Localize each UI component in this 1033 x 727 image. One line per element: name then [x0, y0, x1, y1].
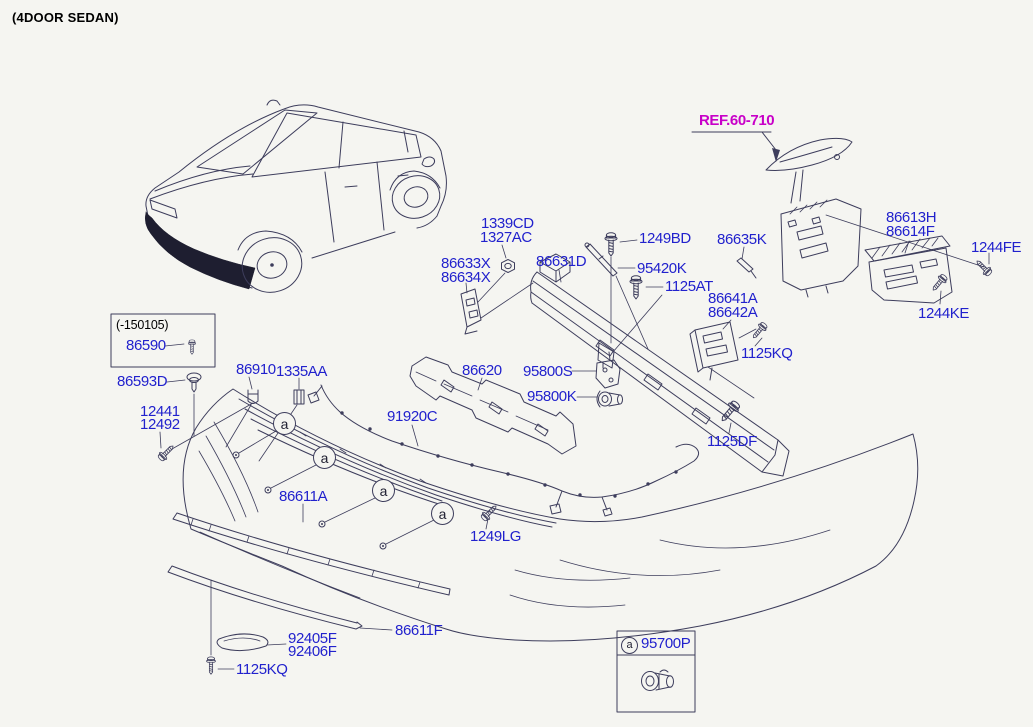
part-label-1125AT[interactable]: 1125AT: [665, 278, 713, 295]
pin-86635K: [736, 246, 757, 279]
part-label-1339CD[interactable]: 1339CD: [481, 215, 534, 232]
marker-a-2: a: [313, 446, 336, 469]
part-label-92405F[interactable]: 92405F: [288, 630, 337, 647]
part-label-12441[interactable]: 12441: [140, 403, 180, 420]
bolt-1244KE: [929, 272, 950, 305]
part-label-86635K[interactable]: 86635K: [717, 231, 767, 248]
marker-a-3: a: [372, 479, 395, 502]
part-label-1249LG[interactable]: 1249LG: [470, 528, 521, 545]
car-illustration: [144, 99, 447, 293]
bolt-1125DF: [707, 366, 755, 434]
bumper-lower-rail: [172, 512, 451, 596]
sensor-95800K: [576, 390, 623, 408]
part-label-86631D[interactable]: 86631D: [536, 253, 587, 270]
energy-absorber: [409, 356, 577, 455]
part-label-1244KE[interactable]: 1244KE: [918, 305, 969, 322]
part-label-86611A[interactable]: 86611A: [279, 488, 328, 505]
rail-95420K: [584, 242, 636, 277]
body-rear-panel: [765, 137, 985, 298]
marker-leader-lines: [238, 430, 435, 545]
bracket-86633X: [460, 282, 534, 335]
part-label-1125KQ-right[interactable]: 1125KQ: [741, 345, 793, 362]
nut-1339CD: [477, 244, 515, 303]
part-label-86613H[interactable]: 86613H: [886, 209, 937, 226]
bolt-1125KQ-right: [749, 320, 770, 347]
reflector-92405F: [216, 633, 287, 652]
screw-1125KQ-bottom: [206, 579, 235, 675]
wiring-harness: [307, 384, 700, 517]
bolt-1249LG: [479, 502, 500, 530]
legend-box: [616, 630, 696, 713]
part-label-86611F[interactable]: 86611F: [395, 622, 443, 639]
inset-caption: (-150105): [116, 318, 169, 332]
part-label-86634X[interactable]: 86634X: [441, 269, 491, 286]
bolt-1244FE: [973, 252, 994, 278]
marker-a-1: a: [273, 412, 296, 435]
bolt-1125AT: [612, 275, 664, 353]
part-label-92406F[interactable]: 92406F: [288, 643, 337, 660]
marker-a-4: a: [431, 502, 454, 525]
part-label-1125DF[interactable]: 1125DF: [707, 433, 757, 450]
ref-leader-arrow: [691, 131, 780, 162]
part-label-1249BD[interactable]: 1249BD: [639, 230, 691, 247]
part-label-86593D[interactable]: 86593D: [117, 373, 168, 390]
part-label-86590[interactable]: 86590: [126, 337, 166, 354]
part-label-95800K[interactable]: 95800K: [527, 388, 577, 405]
part-label-95700P[interactable]: 95700P: [641, 635, 691, 652]
part-label-86614F[interactable]: 86614F: [886, 223, 935, 240]
part-label-95800S[interactable]: 95800S: [523, 363, 573, 380]
bolt-1249BD: [604, 232, 638, 257]
part-label-1125KQ-bottom[interactable]: 1125KQ: [236, 661, 288, 678]
car-front-wheel: [391, 175, 441, 219]
inset-box-86590: [110, 313, 216, 368]
part-label-91920C[interactable]: 91920C: [387, 408, 438, 425]
side-bracket: [864, 235, 953, 304]
part-label-86910[interactable]: 86910: [236, 361, 276, 378]
part-label-86633X[interactable]: 86633X: [441, 255, 491, 272]
part-label-86620[interactable]: 86620: [462, 362, 502, 379]
part-label-1244FE[interactable]: 1244FE: [971, 239, 1022, 256]
part-label-12492[interactable]: 12492: [140, 416, 180, 433]
part-label-1327AC[interactable]: 1327AC: [480, 229, 532, 246]
ref-link[interactable]: REF.60-710: [699, 112, 775, 129]
page-title: (4DOOR SEDAN): [12, 10, 119, 25]
part-label-86642A[interactable]: 86642A: [708, 304, 758, 321]
sensor-bracket-95800S: [571, 351, 621, 389]
clip-86593D: [166, 372, 202, 437]
part-label-86641A[interactable]: 86641A: [708, 290, 758, 307]
car-rear-wheel: [241, 237, 303, 293]
legend-sensor-art: [641, 669, 674, 691]
clip-86910: [225, 376, 259, 448]
part-label-1335AA[interactable]: 1335AA: [276, 363, 327, 380]
part-label-95420K[interactable]: 95420K: [637, 260, 687, 277]
back-beam: [530, 253, 790, 477]
legend-marker: a: [621, 637, 638, 654]
screw-12441: [156, 402, 254, 463]
bracket-86641A: [689, 319, 757, 381]
bumper-lower-strip: [167, 565, 393, 631]
